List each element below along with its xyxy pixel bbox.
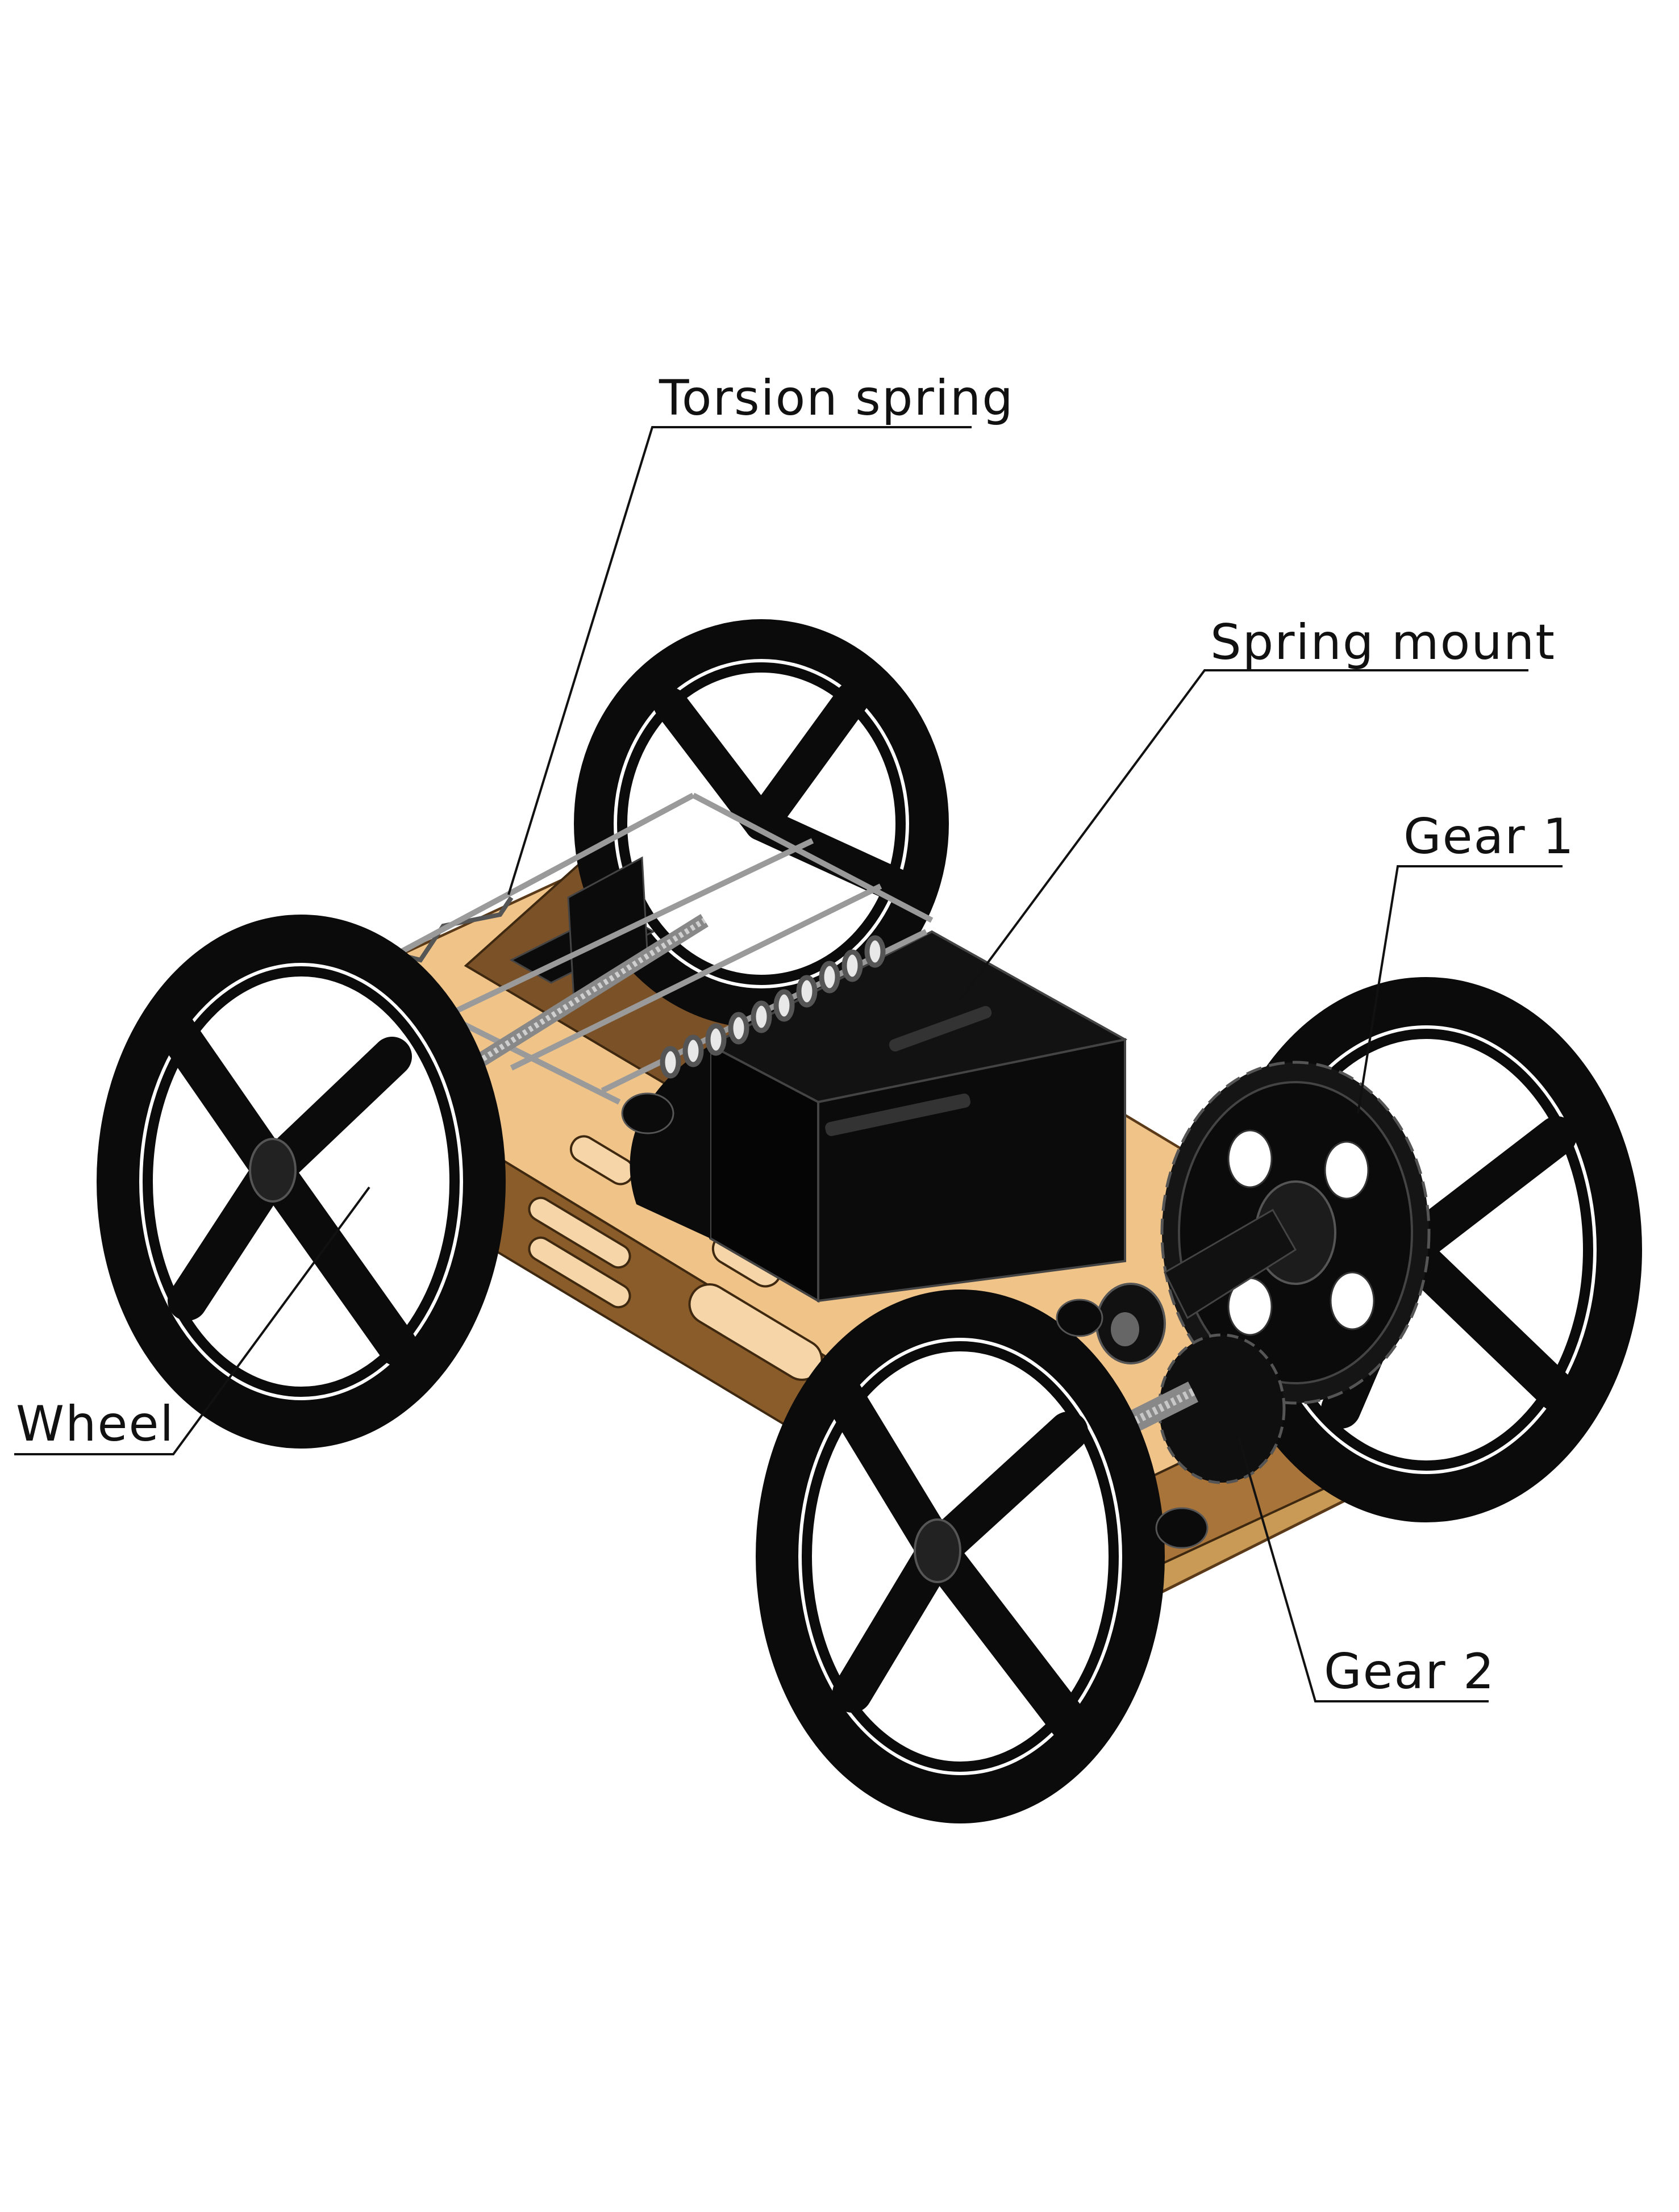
label-wheel: Wheel (16, 1396, 174, 1453)
rail-slots (528, 1135, 823, 1381)
spring-mount (509, 856, 1128, 1303)
label-torsion-spring: Torsion spring (659, 370, 1014, 427)
callout-torsion-spring: Torsion spring (507, 370, 1014, 895)
label-gear-2: Gear 2 (1324, 1643, 1495, 1700)
callout-wheel: Wheel (14, 1186, 370, 1455)
left-wheel (97, 915, 506, 1449)
gear-1 (1095, 1061, 1431, 1405)
callout-gear-2: Gear 2 (1238, 1437, 1495, 1702)
callout-spring-mount: Spring mount (959, 614, 1556, 1001)
fasteners (621, 1092, 1209, 1549)
label-gear-1: Gear 1 (1403, 808, 1575, 865)
front-right-wheel (756, 1289, 1165, 1823)
callout-gear-1: Gear 1 (1357, 808, 1575, 1114)
label-spring-mount: Spring mount (1210, 614, 1556, 671)
coil-spring-front (660, 935, 886, 1079)
